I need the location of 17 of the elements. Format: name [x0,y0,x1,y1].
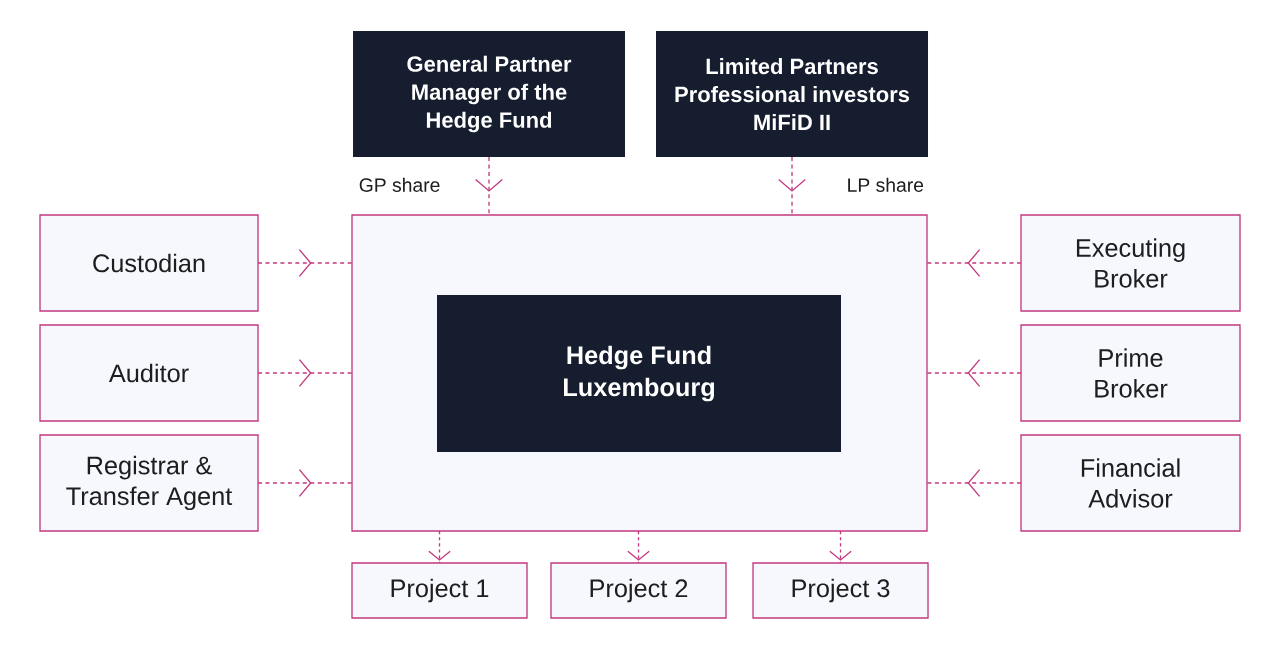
provider-box: Financial Advisor [1020,434,1241,532]
dashed-arrow [829,530,852,564]
provider-box: Auditor [39,324,259,422]
provider-box: Custodian [39,214,259,312]
dashed-arrow [428,530,451,564]
partner-box: General Partner Manager of the Hedge Fund [353,31,625,157]
dashed-arrow [627,530,650,564]
provider-box: Prime Broker [1020,324,1241,422]
project-box: Project 2 [550,562,727,619]
edge-label: GP share [359,177,440,192]
fund-box: Hedge Fund Luxembourg [437,295,841,452]
partner-box: Limited Partners Professional investors MiFiD II [656,31,928,157]
project-box: Project 1 [351,562,528,619]
edge-label: LP share [848,177,924,192]
provider-box: Registrar & Transfer Agent [39,434,259,532]
provider-box: Executing Broker [1020,214,1241,312]
project-box: Project 3 [752,562,929,619]
